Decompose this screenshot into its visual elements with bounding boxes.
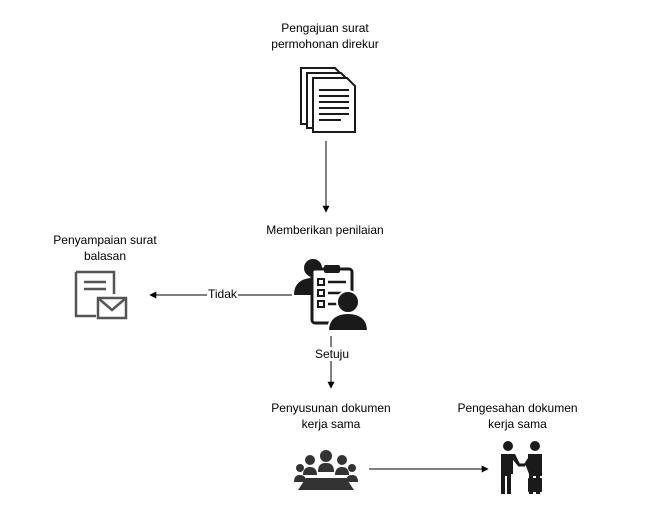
node-label-assessment: Memberikan penilaian bbox=[266, 223, 384, 237]
node-label-drafting: Penyusunan dokumen kerja sama bbox=[256, 400, 406, 432]
assessment-clipboard-icon bbox=[294, 259, 370, 332]
drafting-label-line1: Penyusunan dokumen bbox=[271, 401, 391, 415]
edge-label-no: Tidak bbox=[207, 287, 238, 301]
meeting-icon bbox=[294, 450, 358, 490]
documents-icon bbox=[300, 67, 356, 133]
submission-label-line2: permohonan direkur bbox=[271, 37, 379, 51]
reply-label-line1: Penyampaian surat bbox=[53, 233, 157, 247]
reply-label-line2: balasan bbox=[83, 249, 127, 263]
node-label-submission: Pengajuan surat permohonan direkur bbox=[255, 20, 395, 52]
ratification-label-line2: kerja sama bbox=[488, 417, 547, 431]
letter-mail-icon bbox=[74, 270, 128, 320]
ratification-label-line1: Pengesahan dokumen bbox=[457, 401, 578, 415]
node-label-reply: Penyampaian surat balasan bbox=[35, 232, 175, 264]
handshake-icon bbox=[501, 441, 542, 494]
edge-label-yes: Setuju bbox=[314, 347, 351, 361]
submission-label-line1: Pengajuan surat bbox=[281, 21, 369, 35]
node-label-ratification: Pengesahan dokumen kerja sama bbox=[445, 400, 590, 432]
drafting-label-line2: kerja sama bbox=[301, 417, 361, 431]
